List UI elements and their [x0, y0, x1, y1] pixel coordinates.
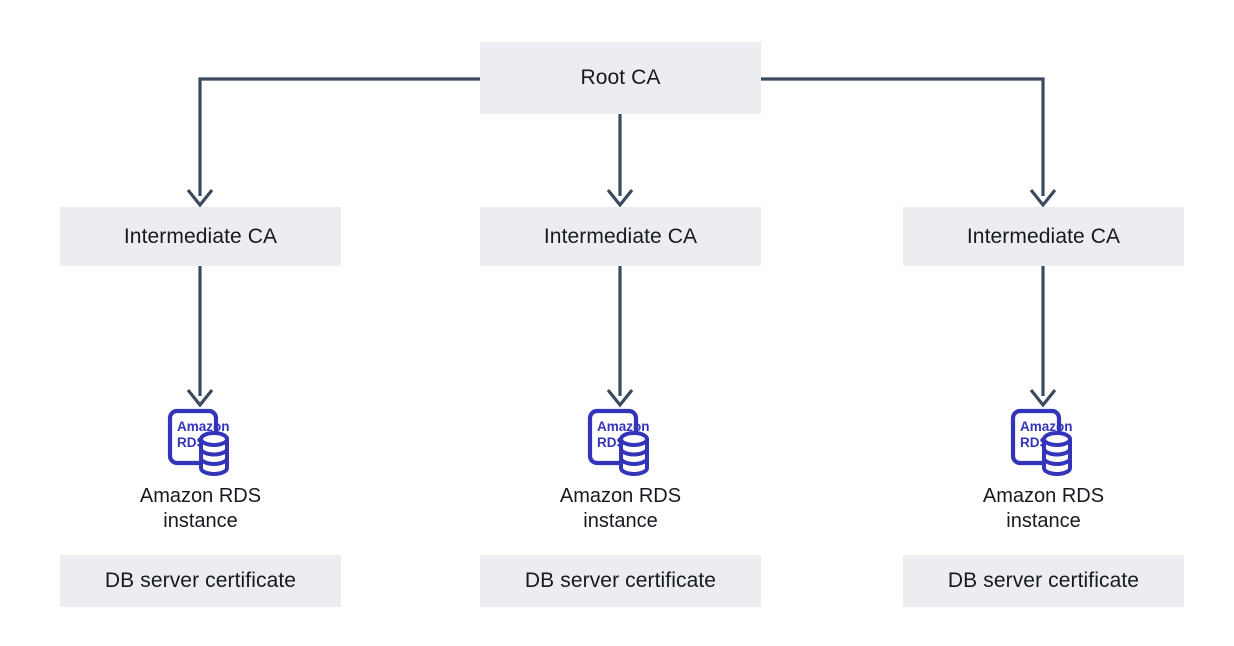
db-server-certificate-box-2: DB server certificate: [480, 555, 761, 607]
connector-root-to-intermediate-3: [761, 77, 1045, 196]
arrowhead-intermediate-2: [606, 189, 634, 208]
rds-instance-group-3: Amazon RDS Amazon RDS instance: [903, 406, 1184, 534]
arrowhead-rds-1: [186, 389, 214, 408]
rds-instance-caption-3: Amazon RDS instance: [982, 485, 1105, 532]
db-server-certificate-box-3: DB server certificate: [903, 555, 1184, 607]
rds-instance-group-2: Amazon RDS Amazon RDS instance: [480, 406, 761, 534]
root-ca-box: Root CA: [480, 42, 761, 114]
amazon-rds-icon: Amazon RDS: [167, 408, 230, 476]
arrowhead-intermediate-3: [1029, 189, 1057, 208]
rds-icon-label-line1: Amazon: [597, 419, 650, 434]
rds-icon-label-line2: RDS: [1020, 435, 1049, 450]
amazon-rds-icon: Amazon RDS: [1010, 408, 1073, 476]
rds-database-cylinder: [1041, 431, 1072, 476]
intermediate-ca-box-3: Intermediate CA: [903, 207, 1184, 266]
rds-instance-caption-1: Amazon RDS instance: [139, 485, 262, 532]
arrowhead-rds-2: [606, 389, 634, 408]
intermediate-ca-box-2: Intermediate CA: [480, 207, 761, 266]
db-server-certificate-box-1: DB server certificate: [60, 555, 341, 607]
connector-root-to-intermediate-1: [198, 77, 480, 196]
rds-database-cylinder: [618, 431, 649, 476]
rds-icon-label-line1: Amazon: [177, 419, 230, 434]
rds-database-cylinder: [198, 431, 229, 476]
rds-icon-label-line2: RDS: [597, 435, 626, 450]
amazon-rds-icon: Amazon RDS: [587, 408, 650, 476]
rds-icon-label-line1: Amazon: [1020, 419, 1073, 434]
arrowhead-intermediate-1: [186, 189, 214, 208]
rds-icon-label-line2: RDS: [177, 435, 206, 450]
rds-instance-caption-2: Amazon RDS instance: [559, 485, 682, 532]
arrowhead-rds-3: [1029, 389, 1057, 408]
intermediate-ca-box-1: Intermediate CA: [60, 207, 341, 266]
rds-instance-group-1: Amazon RDS Amazon RDS instance: [60, 406, 341, 534]
